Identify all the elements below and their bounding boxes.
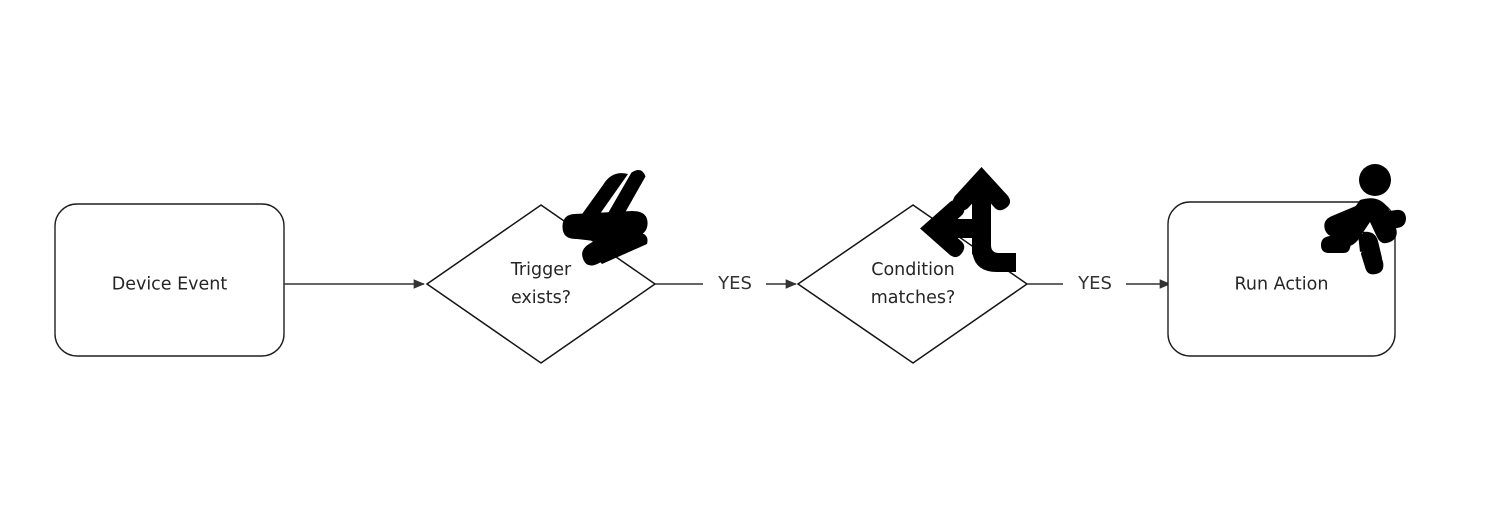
node-condition-matches[interactable]: Condition matches? [796,167,1029,364]
lightning-bolt-icon [562,170,648,266]
branch-fork-arrow-icon [920,167,1016,272]
node-trigger-exists[interactable]: Trigger exists? [425,170,657,364]
condition-matches-label-line1: Condition [871,260,955,280]
run-action-label: Run Action [1235,275,1329,295]
trigger-exists-label-line2: exists? [511,288,571,308]
device-event-label: Device Event [112,275,228,295]
condition-matches-shape[interactable] [796,204,1029,364]
edge-trigger-to-condition: YES [655,273,797,294]
running-person-icon [1321,164,1406,275]
condition-matches-label-line2: matches? [871,288,956,308]
node-device-event[interactable]: Device Event [54,203,285,357]
edge-label-yes-2: YES [1077,273,1112,294]
edge-condition-to-action: YES [1027,273,1171,294]
device-event-shape[interactable] [54,203,285,357]
trigger-exists-label-line1: Trigger [510,260,572,280]
node-run-action[interactable]: Run Action [1167,164,1406,357]
edge-label-yes-1: YES [717,273,752,294]
